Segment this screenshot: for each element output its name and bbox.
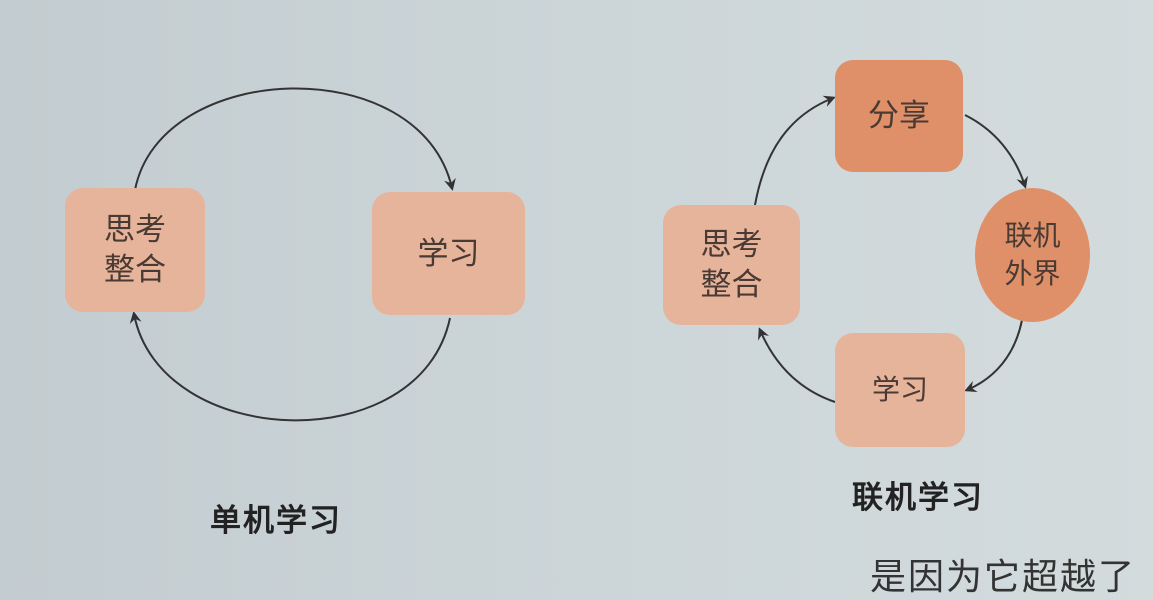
node-text: 思考 xyxy=(104,212,166,248)
node-text: 整合 xyxy=(700,267,763,303)
arrow-think-to-share xyxy=(754,95,836,206)
caption-standalone-learning: 单机学习 xyxy=(210,503,342,539)
node-text: 学习 xyxy=(417,235,480,272)
arrows-layer xyxy=(129,87,1028,422)
node-external-world: 联机外界 xyxy=(975,188,1090,322)
node-text: 思考 xyxy=(700,227,763,263)
arrow-think-to-learn xyxy=(134,87,456,191)
node-text: 分享 xyxy=(868,98,930,134)
node-learn-right: 学习 xyxy=(835,333,965,447)
node-think-integrate-right: 思考整合 xyxy=(663,205,800,325)
node-text: 外界 xyxy=(1004,257,1061,290)
caption-networked-learning: 联机学习 xyxy=(852,480,984,516)
node-text: 整合 xyxy=(104,252,166,288)
arrow-learn-to-think xyxy=(129,311,451,422)
node-learn-left: 学习 xyxy=(372,192,525,315)
page-body-text-partial: 是因为它超越了 xyxy=(870,557,1137,598)
node-text: 联机 xyxy=(1004,219,1061,252)
arrow-external-to-learn xyxy=(964,319,1023,392)
node-think-integrate-left: 思考整合 xyxy=(65,188,205,312)
node-share: 分享 xyxy=(835,60,963,172)
node-text: 学习 xyxy=(871,373,928,406)
arrow-share-to-external xyxy=(964,114,1028,189)
arrow-learn-to-think-right xyxy=(758,327,836,403)
